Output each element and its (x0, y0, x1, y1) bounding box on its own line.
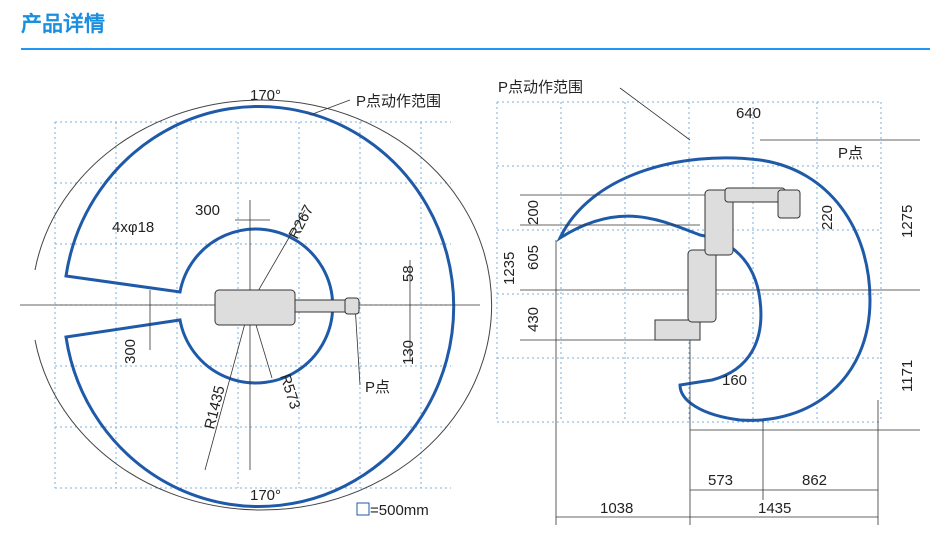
dim-220: 220 (819, 205, 836, 230)
dim-640: 640 (736, 105, 761, 122)
side-view: P点动作范围 640 P点 200 605 1235 430 220 1275 … (498, 79, 920, 525)
angle-top: 170° (250, 87, 281, 104)
dim-1435: 1435 (758, 500, 791, 517)
dim-1275: 1275 (899, 205, 916, 238)
top-view: 170° 170° P点动作范围 4xφ18 300 R267 58 300 1… (20, 87, 493, 519)
holes-label: 4xφ18 (112, 219, 154, 236)
robot-base-side (654, 319, 701, 341)
dim-58: 58 (400, 265, 417, 282)
p-point-label-left: P点 (365, 379, 390, 396)
dim-130: 130 (400, 340, 417, 365)
dim-300-left: 300 (122, 339, 139, 364)
dim-300-top: 300 (195, 202, 220, 219)
range-label-left: P点动作范围 (356, 93, 441, 110)
dim-430: 430 (525, 307, 542, 332)
dim-605: 605 (525, 245, 542, 270)
dim-160: 160 (722, 372, 747, 389)
title-underline (21, 48, 930, 50)
dim-1171: 1171 (899, 360, 916, 392)
page-title: 产品详情 (21, 12, 105, 36)
dim-1038: 1038 (600, 500, 633, 517)
dim-862: 862 (802, 472, 827, 489)
p-point-range-top (64, 105, 456, 508)
grid-legend-square (356, 502, 370, 516)
robot-forearm (724, 187, 786, 203)
robot-arm-top (294, 299, 351, 313)
p-point-label-right: P点 (838, 145, 863, 162)
dim-r267: R267 (286, 202, 318, 242)
dim-1235: 1235 (501, 252, 518, 285)
robot-base-top (214, 289, 296, 326)
dim-573: 573 (708, 472, 733, 489)
grid-legend: =500mm (370, 502, 429, 519)
rotation-arc (34, 99, 493, 511)
range-label-right: P点动作范围 (498, 79, 583, 96)
dim-r1435: R1435 (201, 384, 228, 431)
angle-bottom: 170° (250, 487, 281, 504)
robot-tool-top (344, 297, 360, 315)
robot-tool-side (777, 189, 801, 219)
dim-200: 200 (525, 200, 542, 225)
robot-upper-arm (704, 189, 734, 256)
robot-lower-arm (687, 249, 717, 323)
